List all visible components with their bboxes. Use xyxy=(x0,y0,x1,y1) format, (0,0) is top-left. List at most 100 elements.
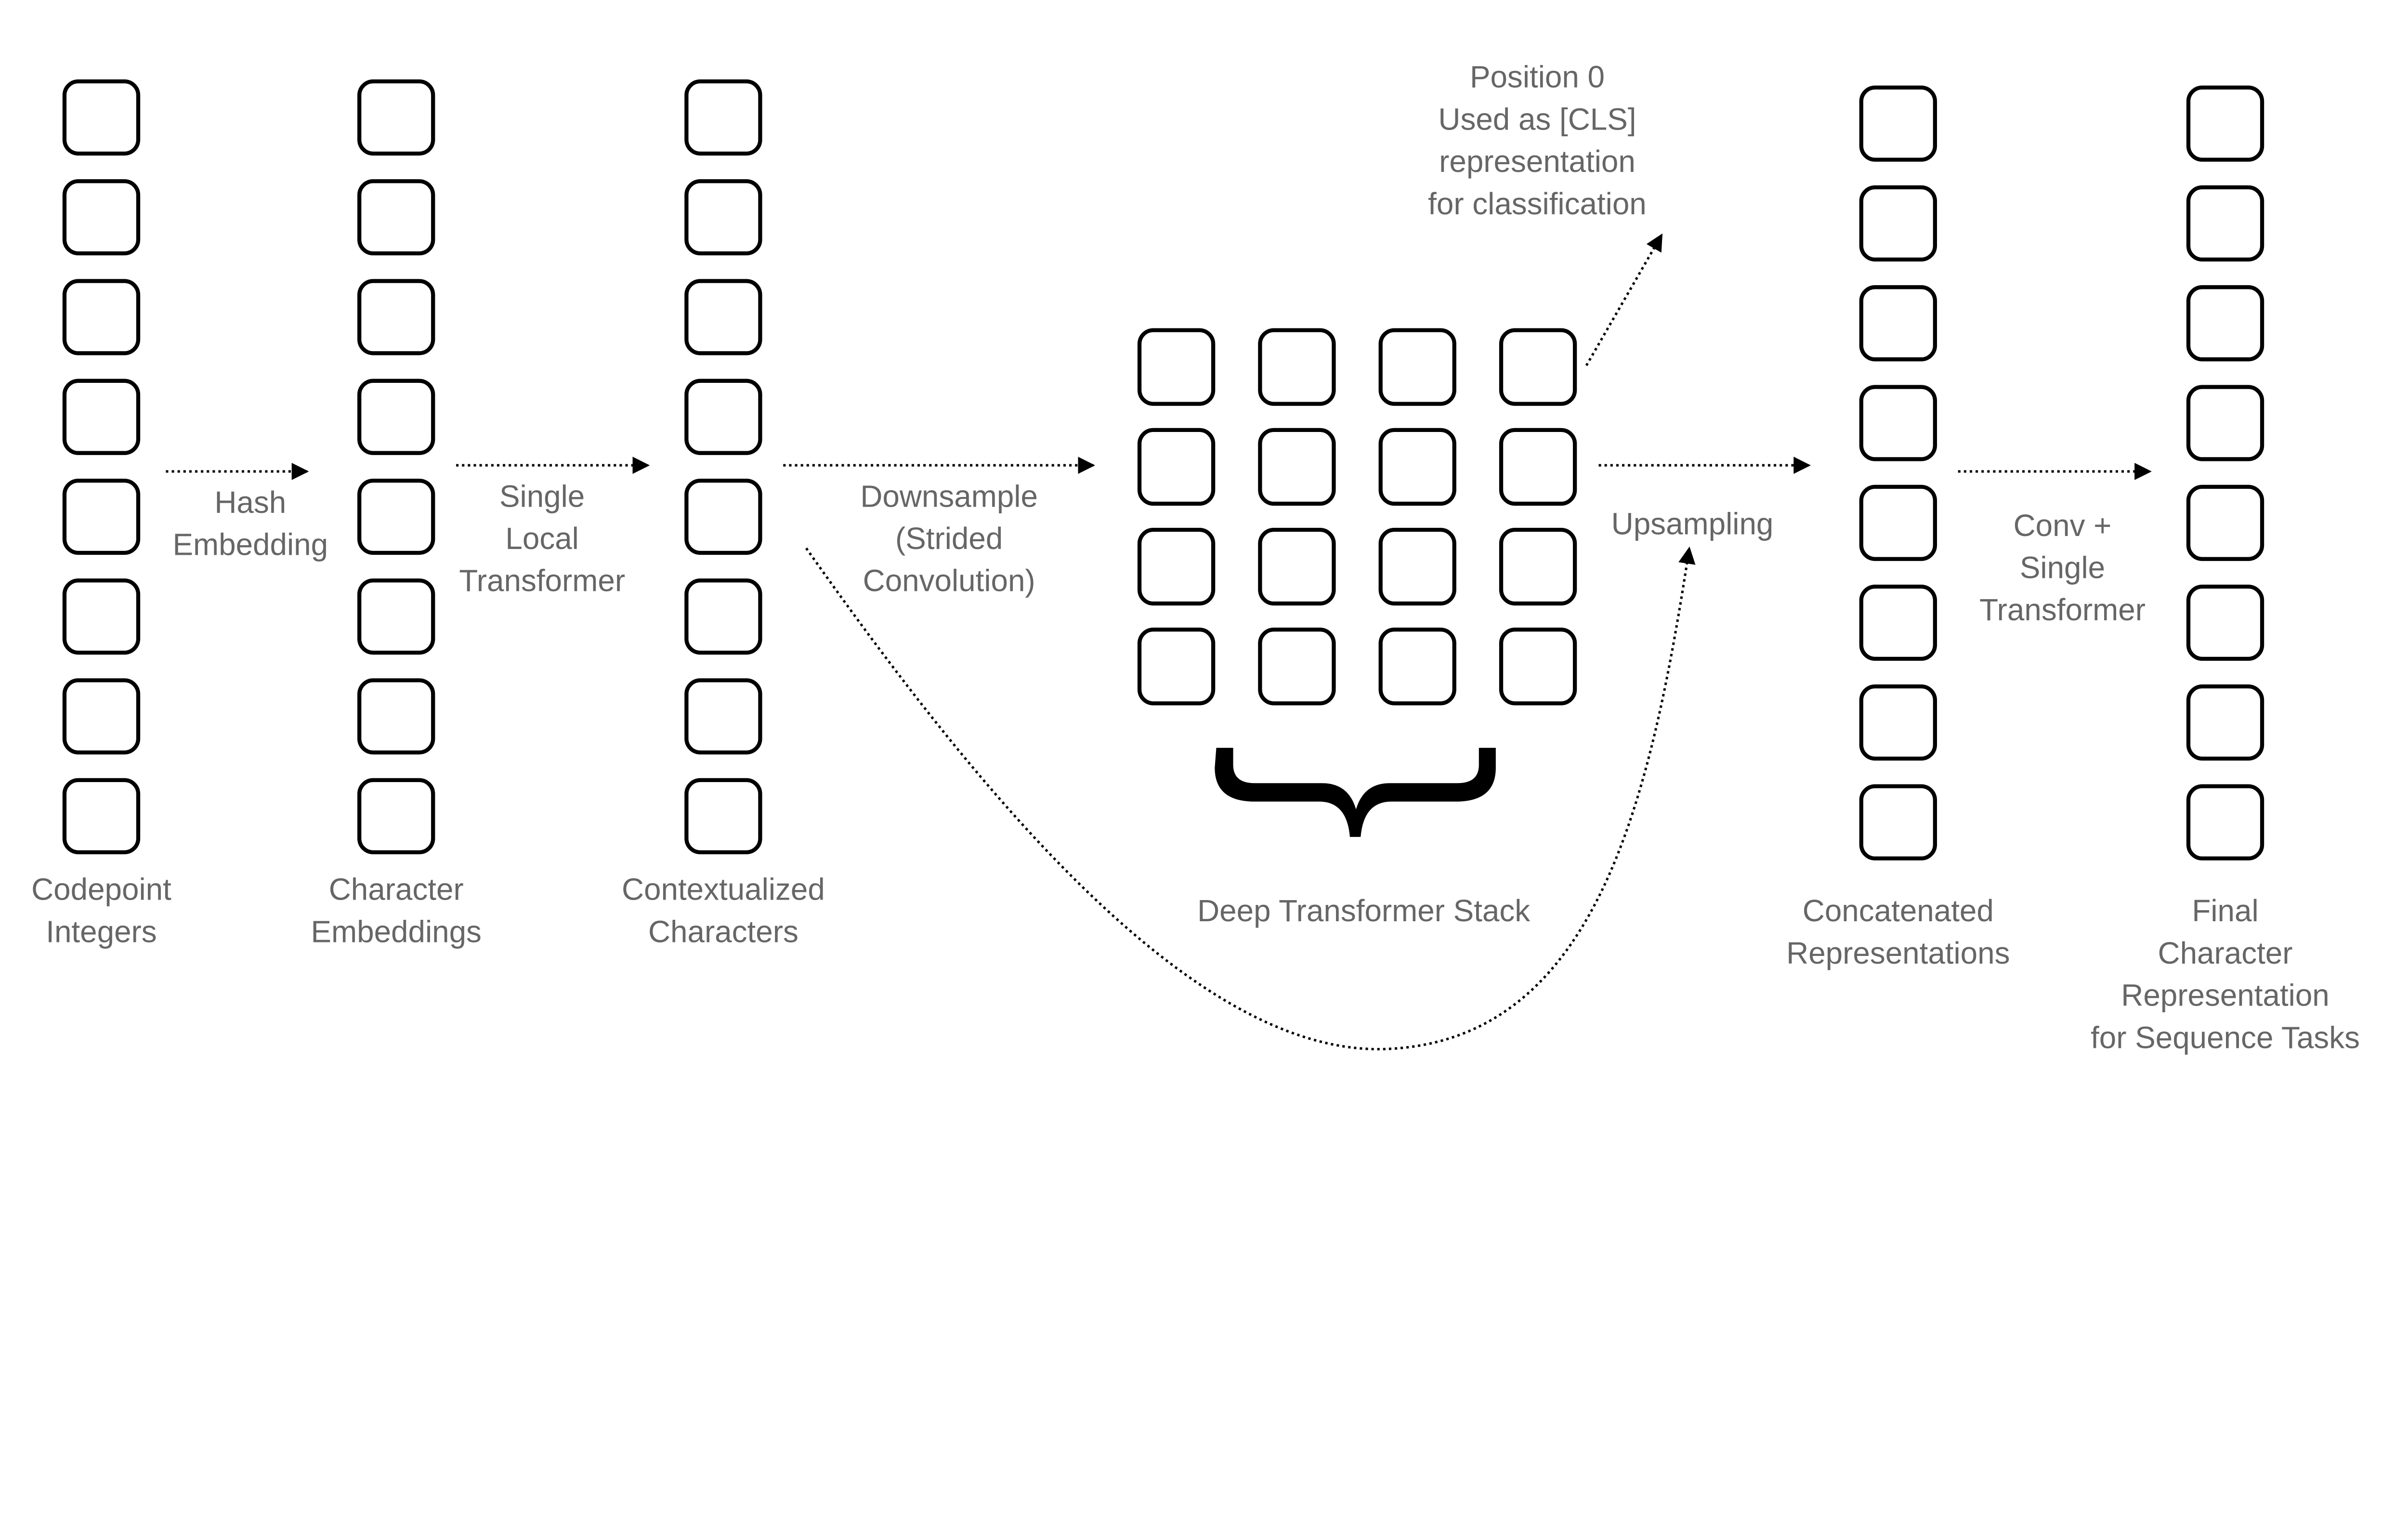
edge-label-line: Transformer xyxy=(459,563,625,598)
transformer-stack-grid xyxy=(1137,328,1577,706)
cell xyxy=(1859,684,1937,761)
edge-label-line: Embedding xyxy=(172,527,328,562)
cell xyxy=(357,578,435,655)
edge-label-line: Single xyxy=(2020,550,2105,585)
cell xyxy=(2186,285,2264,362)
cell xyxy=(1859,85,1937,162)
cell xyxy=(1859,784,1937,861)
stack-cell xyxy=(1258,627,1336,706)
stack-cell xyxy=(1258,527,1336,606)
stack-cell xyxy=(1258,328,1336,406)
cell xyxy=(684,379,762,455)
edge-label-line: Single xyxy=(499,479,585,513)
cell xyxy=(357,279,435,355)
column-label-line: Representation xyxy=(2121,978,2329,1013)
cell xyxy=(357,379,435,455)
stack-cell xyxy=(1499,428,1577,506)
cls-note-line: representation xyxy=(1439,144,1636,179)
column-label-line: Representations xyxy=(1786,936,2010,970)
cell xyxy=(684,79,762,156)
cell xyxy=(1859,285,1937,362)
stack-cell xyxy=(1137,428,1216,506)
cell xyxy=(2186,185,2264,262)
cell xyxy=(2186,385,2264,461)
cell xyxy=(684,279,762,355)
cell xyxy=(62,778,141,854)
cell xyxy=(62,379,141,455)
cls-note-line: for classification xyxy=(1428,186,1647,221)
edge-label-line: Convolution) xyxy=(863,563,1035,598)
cell xyxy=(2186,484,2264,561)
stack-cell xyxy=(1378,428,1456,506)
arrow-cls xyxy=(1585,233,1663,366)
stack-label: Deep Transformer Stack xyxy=(1197,893,1530,928)
cell xyxy=(2186,85,2264,162)
cell xyxy=(684,478,762,555)
cell xyxy=(684,578,762,655)
cell xyxy=(1859,185,1937,262)
stack-brace xyxy=(1215,747,1496,837)
cell xyxy=(62,179,141,256)
cell xyxy=(357,79,435,156)
cls-note: Position 0 Used as [CLS] representation for… xyxy=(1428,60,1647,221)
stack-cell xyxy=(1137,328,1216,406)
cell xyxy=(357,678,435,755)
cell xyxy=(684,778,762,854)
arrows xyxy=(166,233,2152,1051)
column-label-line: Final xyxy=(2192,893,2258,928)
cell xyxy=(684,179,762,256)
edge-label-line: Upsampling xyxy=(1611,507,1774,541)
cell xyxy=(62,578,141,655)
cell xyxy=(2186,784,2264,861)
column-label-line: Character xyxy=(2158,936,2293,970)
cell xyxy=(1859,385,1937,461)
cls-note-line: Used as [CLS] xyxy=(1438,102,1636,136)
stack-label-line: Deep Transformer Stack xyxy=(1197,893,1530,928)
cell xyxy=(62,279,141,355)
column-label-line: Integers xyxy=(46,914,157,949)
column-label-line: Concatenated xyxy=(1803,893,1994,928)
stack-cell xyxy=(1378,527,1456,606)
stack-cell xyxy=(1378,328,1456,406)
stack-cell xyxy=(1137,527,1216,606)
stack-cell xyxy=(1499,627,1577,706)
stack-cell xyxy=(1137,627,1216,706)
stack-cell xyxy=(1499,527,1577,606)
column-label-line: Characters xyxy=(648,914,798,949)
cell xyxy=(357,778,435,854)
stack-cell xyxy=(1258,428,1336,506)
cell xyxy=(62,678,141,755)
edge-label-line: Conv + xyxy=(2014,508,2112,543)
cell xyxy=(1859,584,1937,661)
edge-label-line: (Strided xyxy=(895,521,1003,556)
edge-label-line: Transformer xyxy=(1979,592,2146,627)
cell xyxy=(62,79,141,156)
columns xyxy=(62,79,2264,861)
edge-label-line: Downsample xyxy=(860,479,1038,513)
column-label-line: for Sequence Tasks xyxy=(2091,1020,2360,1055)
cls-note-line: Position 0 xyxy=(1470,60,1605,94)
cell xyxy=(684,678,762,755)
column-label-line: Codepoint xyxy=(31,872,171,907)
column-label-line: Contextualized xyxy=(622,872,825,907)
column-label-line: Embeddings xyxy=(311,914,481,949)
stack-cell xyxy=(1378,627,1456,706)
cell xyxy=(2186,584,2264,661)
cell xyxy=(357,179,435,256)
stack-cell xyxy=(1499,328,1577,406)
cell xyxy=(62,478,141,555)
edge-label-line: Local xyxy=(505,521,578,556)
edge-label-line: Hash xyxy=(214,485,286,520)
edge-label: Upsampling xyxy=(1611,507,1774,541)
cell xyxy=(1859,484,1937,561)
